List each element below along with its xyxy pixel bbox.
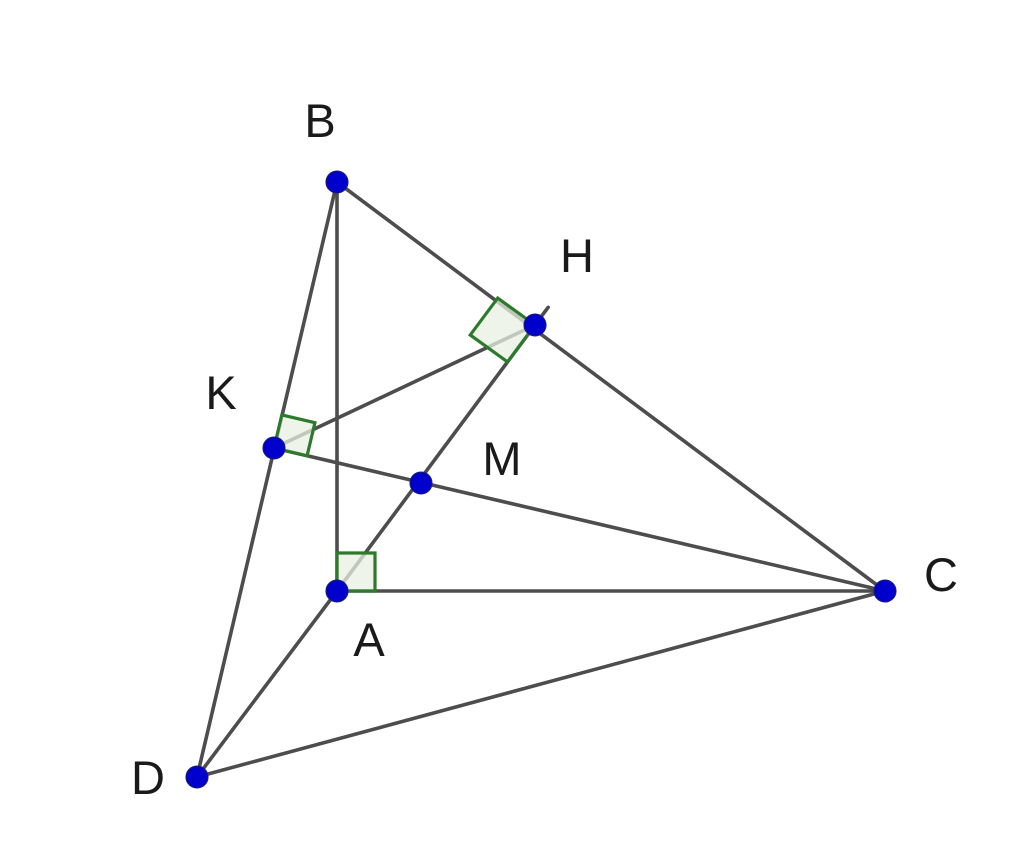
vertex-point-M[interactable] [409, 471, 433, 495]
vertex-label-H: H [560, 229, 594, 282]
vertex-label-D: D [131, 751, 165, 804]
vertices-layer [185, 170, 897, 789]
segment-BC [335, 180, 887, 593]
vertex-point-C[interactable] [873, 579, 897, 603]
segment-BD [195, 180, 339, 779]
vertex-point-A[interactable] [325, 579, 349, 603]
right-angle-mark-A [335, 551, 377, 593]
vertex-point-D[interactable] [185, 765, 209, 789]
vertex-label-K: K [205, 366, 236, 419]
segment-DC [195, 589, 887, 779]
vertex-label-C: C [924, 548, 958, 601]
vertex-point-K[interactable] [262, 436, 286, 460]
vertex-point-H[interactable] [523, 313, 547, 337]
segment-DA [195, 589, 339, 779]
segment-AH [335, 323, 537, 593]
vertex-label-A: A [353, 613, 385, 666]
right-angle-mark-H [467, 295, 538, 365]
segments-layer [195, 180, 887, 779]
segment-KC [272, 446, 887, 593]
vertex-label-M: M [482, 432, 521, 485]
vertex-label-B: B [304, 94, 335, 147]
vertex-labels-layer: B H K M A C D [131, 94, 958, 804]
vertex-point-B[interactable] [325, 170, 349, 194]
